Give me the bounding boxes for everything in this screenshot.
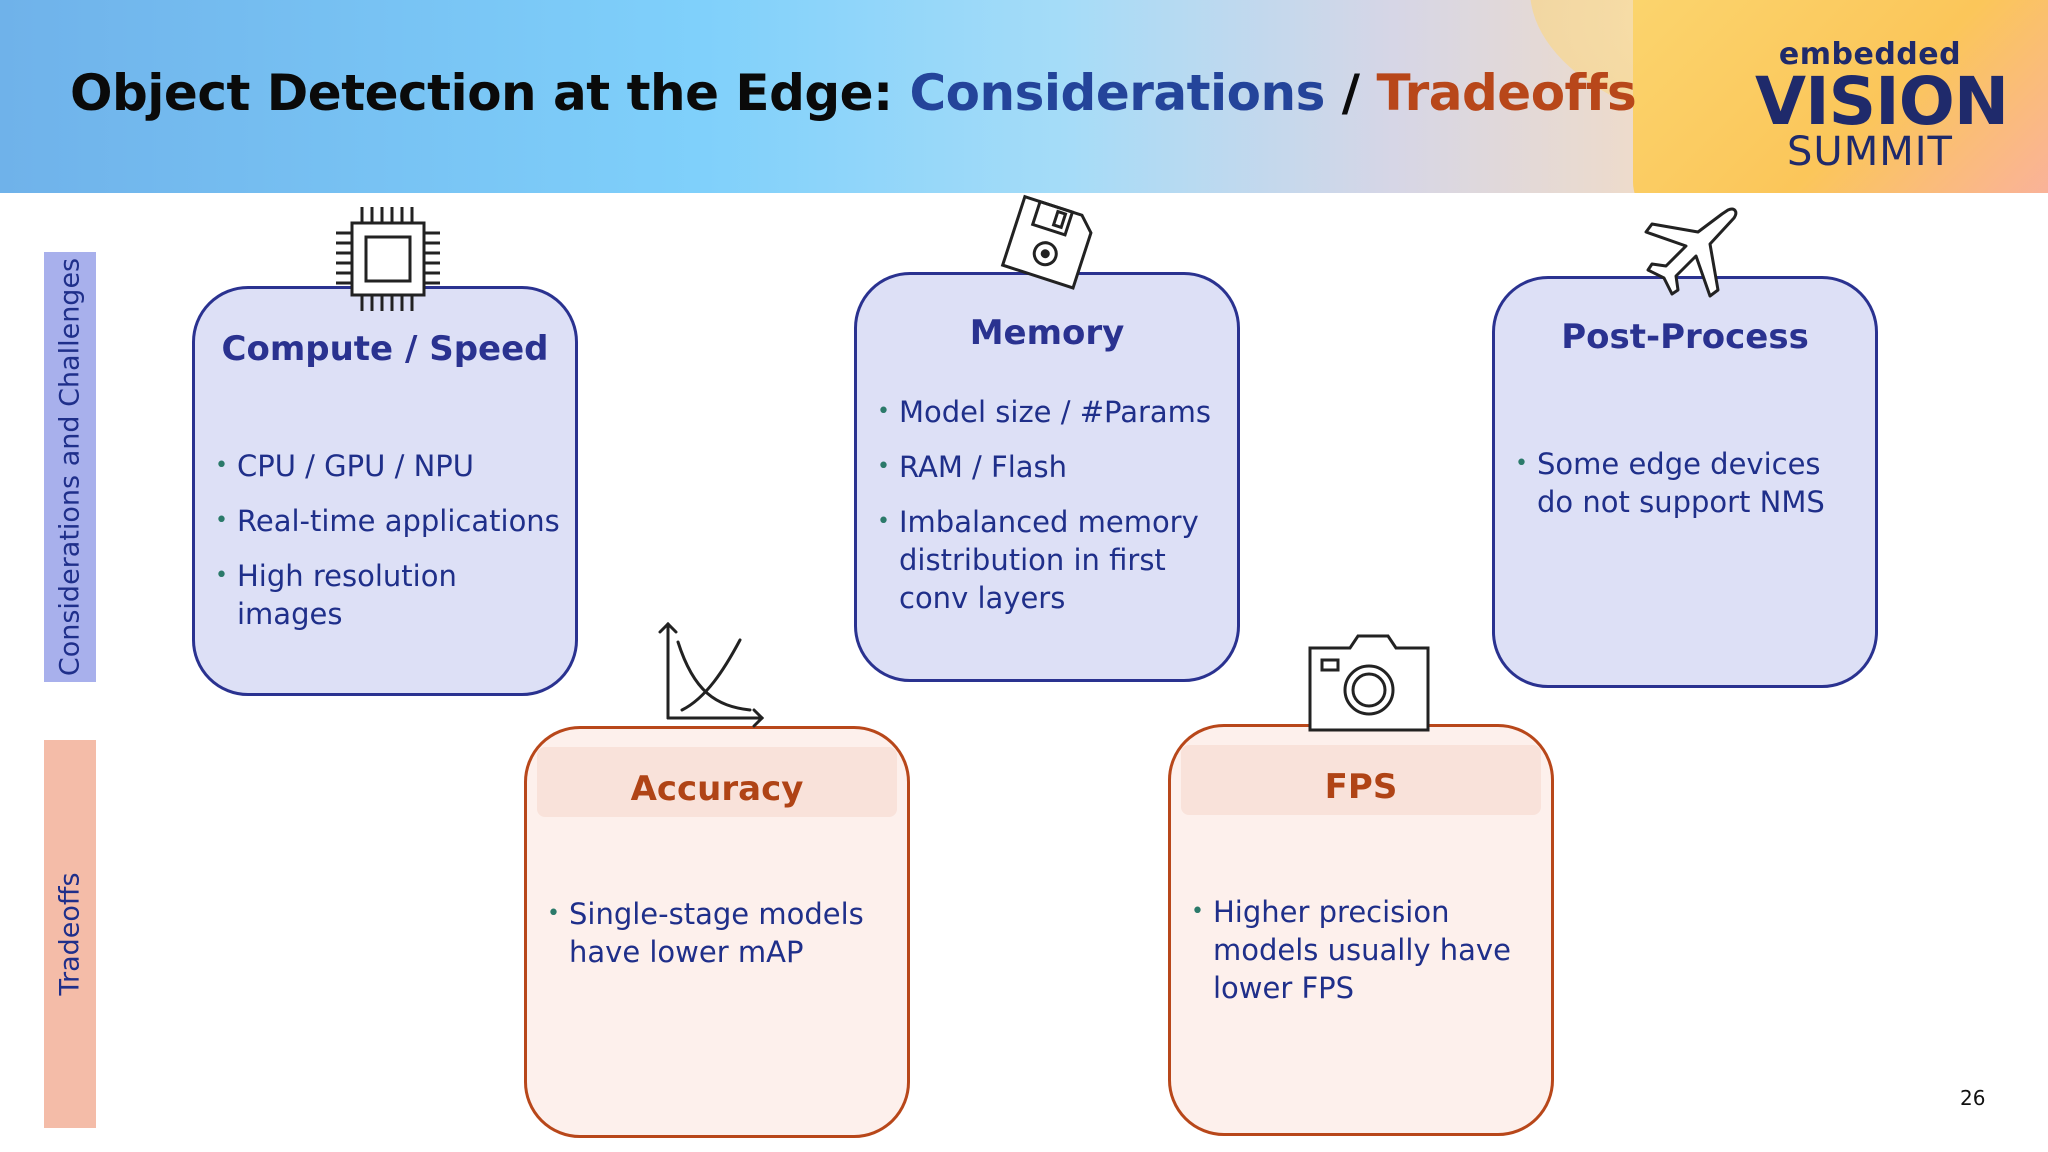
logo-embedded-text: embedded — [1778, 37, 1962, 72]
list-item: •Higher precision models usually have lo… — [1191, 895, 1511, 1005]
camera-icon — [1306, 630, 1432, 734]
considerations-label-text: Considerations and Challenges — [54, 257, 86, 677]
title-band — [1181, 745, 1541, 815]
bullet-list: •Model size / #Params •RAM / Flash •Imba… — [875, 393, 1223, 634]
logo-summit-text: SUMMIT — [1787, 129, 1953, 175]
floppy-disk-icon — [998, 192, 1098, 292]
list-item: •CPU / GPU / NPU — [215, 449, 474, 483]
logo-background — [1633, 0, 2048, 193]
slide-title: Object Detection at the Edge: Considerat… — [70, 64, 1637, 122]
tradeoffs-label-text: Tradeoffs — [54, 872, 86, 996]
title-considerations: Considerations — [909, 64, 1325, 122]
list-item: •Some edge devices do not support NMS — [1515, 447, 1825, 519]
title-separator: / — [1341, 64, 1360, 122]
card-title: Post-Process — [1561, 317, 1809, 357]
card-title: Memory — [969, 313, 1125, 353]
compute-speed-card: Compute / Speed •CPU / GPU / NPU •Real-t… — [192, 286, 578, 696]
cpu-chip-icon — [334, 205, 442, 313]
logo-vision-text: VISION — [1755, 63, 2009, 140]
title-tradeoffs: Tradeoffs — [1376, 64, 1637, 122]
memory-card: Memory •Model size / #Params •RAM / Flas… — [854, 272, 1240, 682]
list-item: •Model size / #Params — [877, 395, 1212, 429]
header-banner: Object Detection at the Edge: Considerat… — [0, 0, 2048, 193]
accuracy-card: Accuracy •Single-stage models have lower… — [524, 726, 910, 1138]
tradeoffs-side-label: Tradeoffs — [44, 740, 96, 1128]
bullet-list: •Higher precision models usually have lo… — [1189, 893, 1537, 1024]
card-title: Compute / Speed — [221, 329, 549, 369]
list-item: •High resolution images — [215, 559, 457, 631]
airplane-icon — [1640, 204, 1740, 308]
bullet-list: •Some edge devices do not support NMS — [1513, 445, 1861, 538]
bullet-list: •CPU / GPU / NPU •Real-time applications… — [213, 447, 561, 650]
bullet-list: •Single-stage models have lower mAP — [545, 895, 893, 988]
list-item: •Imbalanced memory distribution in first… — [877, 505, 1199, 615]
title-band — [537, 747, 897, 817]
tradeoff-curve-icon — [654, 618, 766, 730]
fps-card: FPS •Higher precision models usually hav… — [1168, 724, 1554, 1136]
considerations-side-label: Considerations and Challenges — [44, 252, 96, 682]
card-title: Accuracy — [630, 769, 804, 809]
list-item: •Real-time applications — [215, 504, 560, 538]
embedded-vision-summit-logo: embedded VISION SUMMIT — [1755, 37, 2009, 175]
list-item: •RAM / Flash — [877, 450, 1068, 484]
list-item: •Single-stage models have lower mAP — [547, 897, 864, 969]
post-process-card: Post-Process •Some edge devices do not s… — [1492, 276, 1878, 688]
card-title: FPS — [1324, 767, 1398, 807]
page-number: 26 — [1960, 1086, 1986, 1110]
title-prefix: Object Detection at the Edge: — [70, 64, 893, 122]
